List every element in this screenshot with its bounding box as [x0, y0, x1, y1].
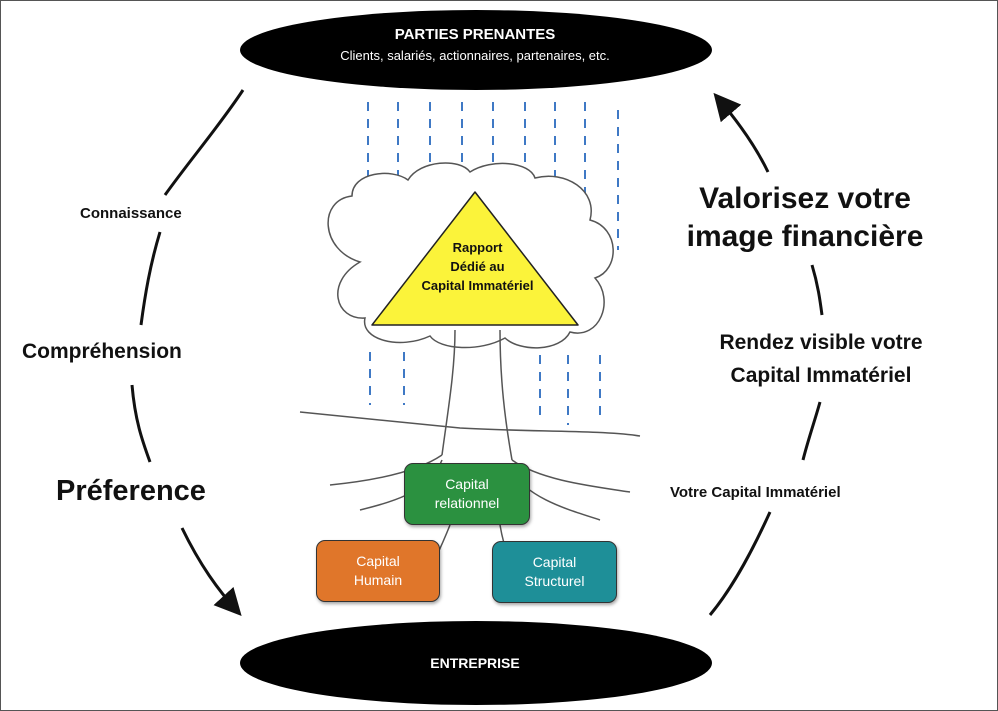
capital-structurel-box: Capital Structurel: [492, 541, 617, 603]
right-cycle-arcs: [708, 92, 824, 616]
label-comprehension: Compréhension: [22, 340, 182, 363]
stakeholders-title: PARTIES PRENANTES: [394, 26, 556, 43]
relational-line2: relationnel: [434, 495, 500, 511]
structural-line2: Structurel: [524, 573, 585, 589]
structural-line1: Capital: [532, 554, 577, 570]
human-line1: Capital: [356, 553, 400, 569]
company-title: ENTREPRISE: [430, 655, 520, 671]
label-preference: Préference: [56, 475, 206, 507]
label-votre-capital: Votre Capital Immatériel: [670, 484, 841, 501]
relational-line1: Capital: [445, 476, 489, 492]
report-triangle: [371, 191, 579, 326]
company-ellipse: [240, 621, 712, 705]
left-cycle-arcs: [130, 89, 245, 616]
arrow-up-right-icon: [713, 92, 770, 173]
capital-relationnel-box: Capital relationnel: [404, 463, 530, 525]
report-text: Rapport Dédié au Capital Immatériel: [395, 238, 560, 295]
arrow-down-right-icon: [180, 527, 242, 616]
label-connaissance: Connaissance: [80, 205, 182, 222]
rendez-line2: Capital Immatériel: [730, 364, 912, 387]
label-rendez-visible: Rendez visible votre Capital Immatériel: [676, 326, 966, 392]
valorisez-line2: image financière: [686, 220, 924, 253]
report-line1: Rapport: [452, 240, 503, 255]
capital-humain-box: Capital Humain: [316, 540, 440, 602]
report-line3: Capital Immatériel: [421, 278, 534, 293]
stakeholders-ellipse: [240, 10, 712, 90]
valorisez-line1: Valorisez votre: [699, 182, 911, 215]
rendez-line1: Rendez visible votre: [719, 331, 923, 354]
label-valorisez: Valorisez votre image financière: [660, 180, 950, 256]
human-line2: Humain: [353, 572, 403, 588]
stakeholders-subtitle: Clients, salariés, actionnaires, partena…: [340, 48, 610, 63]
report-line2: Dédié au: [450, 259, 505, 274]
